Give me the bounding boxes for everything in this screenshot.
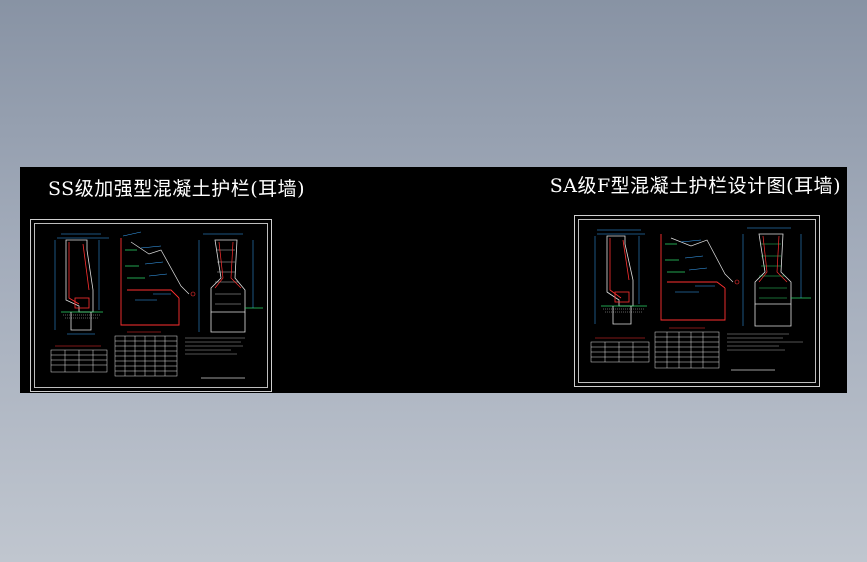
- notes-left: [185, 337, 245, 379]
- sheet-inner-border: [34, 223, 268, 388]
- rebar-detail-right: [660, 234, 740, 321]
- wall-elevation-right: [742, 227, 811, 327]
- cad-viewport[interactable]: SS级加强型混凝土护栏(耳墙) SA级F型混凝土护栏设计图(耳墙): [20, 167, 847, 393]
- barrier-section-left: [54, 233, 109, 335]
- quantity-table-left-a: [50, 345, 108, 373]
- wall-elevation-left: [198, 233, 263, 333]
- quantity-table-right-a: [590, 337, 650, 363]
- rebar-detail-left: [120, 231, 196, 326]
- notes-right: [727, 333, 803, 371]
- sheet-inner-border: [578, 219, 816, 383]
- barrier-section-right: [594, 229, 647, 325]
- drawing-title-left: SS级加强型混凝土护栏(耳墙): [48, 178, 306, 200]
- sheet-left-graphics: [50, 231, 263, 379]
- quantity-table-right-b: [654, 327, 720, 369]
- sheet-right-graphics: [590, 227, 811, 371]
- drawing-title-right: SA级F型混凝土护栏设计图(耳墙): [549, 175, 841, 197]
- drawing-sheet-left[interactable]: [30, 219, 272, 392]
- quantity-table-left-b: [114, 331, 178, 377]
- drawing-sheet-right[interactable]: [574, 215, 820, 387]
